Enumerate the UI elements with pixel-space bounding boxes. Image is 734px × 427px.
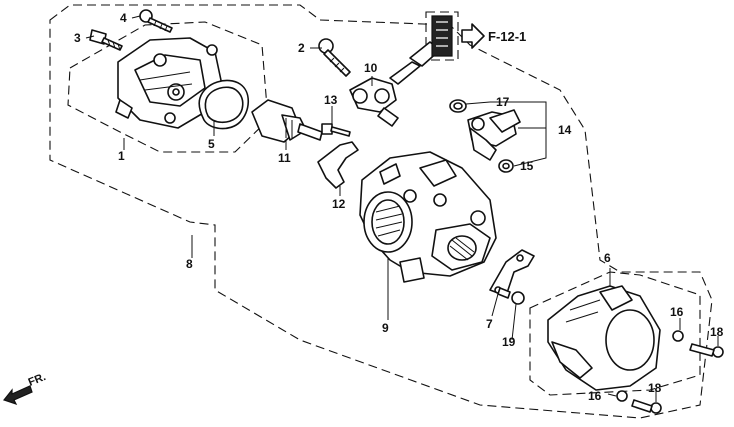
callout-12: 12 — [332, 197, 346, 211]
callout-15: 15 — [520, 159, 534, 173]
part-17-o-ring — [449, 99, 467, 113]
part-15-o-ring — [498, 159, 514, 173]
callout-17: 17 — [496, 95, 510, 109]
part-16-collar-upper — [672, 330, 684, 342]
front-direction-label: FR. — [27, 371, 48, 389]
leader-lines — [85, 15, 719, 402]
part-19-screw — [497, 287, 525, 305]
callout-19: 19 — [502, 335, 516, 349]
callout-5: 5 — [208, 137, 215, 151]
callout-10: 10 — [364, 61, 378, 75]
part-13-screw — [321, 123, 351, 137]
part-16-collar-lower — [616, 390, 628, 402]
callout-4: 4 — [120, 11, 127, 25]
callout-9: 9 — [382, 321, 389, 335]
callout-11: 11 — [278, 151, 291, 165]
part-10-joint — [349, 41, 441, 127]
callout-6: 6 — [604, 251, 611, 265]
callout-3: 3 — [74, 31, 81, 45]
callout-14: 14 — [558, 123, 572, 137]
part-18-bolt-upper — [689, 343, 724, 358]
callout-8: 8 — [186, 257, 193, 271]
part-12-clip — [317, 141, 359, 189]
front-direction-arrow-icon — [2, 385, 33, 406]
part-5-gasket — [198, 79, 250, 130]
part-4-screw — [139, 9, 173, 33]
callout-13: 13 — [324, 93, 338, 107]
reference-label: F-12-1 — [488, 29, 526, 44]
part-14-injector — [467, 109, 521, 161]
part-3-screw — [89, 29, 123, 51]
part-11-sensor — [251, 99, 323, 143]
assembly-boundary-lines — [49, 4, 713, 419]
callout-18-lower: 18 — [648, 381, 662, 395]
callout-18-upper: 18 — [710, 325, 724, 339]
reference-part-f-12-1 — [431, 15, 453, 57]
callout-16-upper: 16 — [670, 305, 684, 319]
part-7-bracket — [489, 249, 535, 297]
callout-1: 1 — [118, 149, 125, 163]
part-1-control-unit — [115, 37, 223, 129]
callout-7: 7 — [486, 317, 493, 331]
reference-arrow-icon — [461, 23, 485, 49]
part-6-cover — [547, 285, 661, 391]
part-9-throttle-body — [359, 151, 497, 283]
callout-2: 2 — [298, 41, 305, 55]
part-18-bolt-lower — [631, 399, 662, 414]
part-2-bolt — [318, 38, 351, 77]
callout-labels: 1 2 3 4 5 6 7 8 9 10 11 12 13 14 15 16 1… — [74, 11, 724, 403]
callout-16-lower: 16 — [588, 389, 602, 403]
